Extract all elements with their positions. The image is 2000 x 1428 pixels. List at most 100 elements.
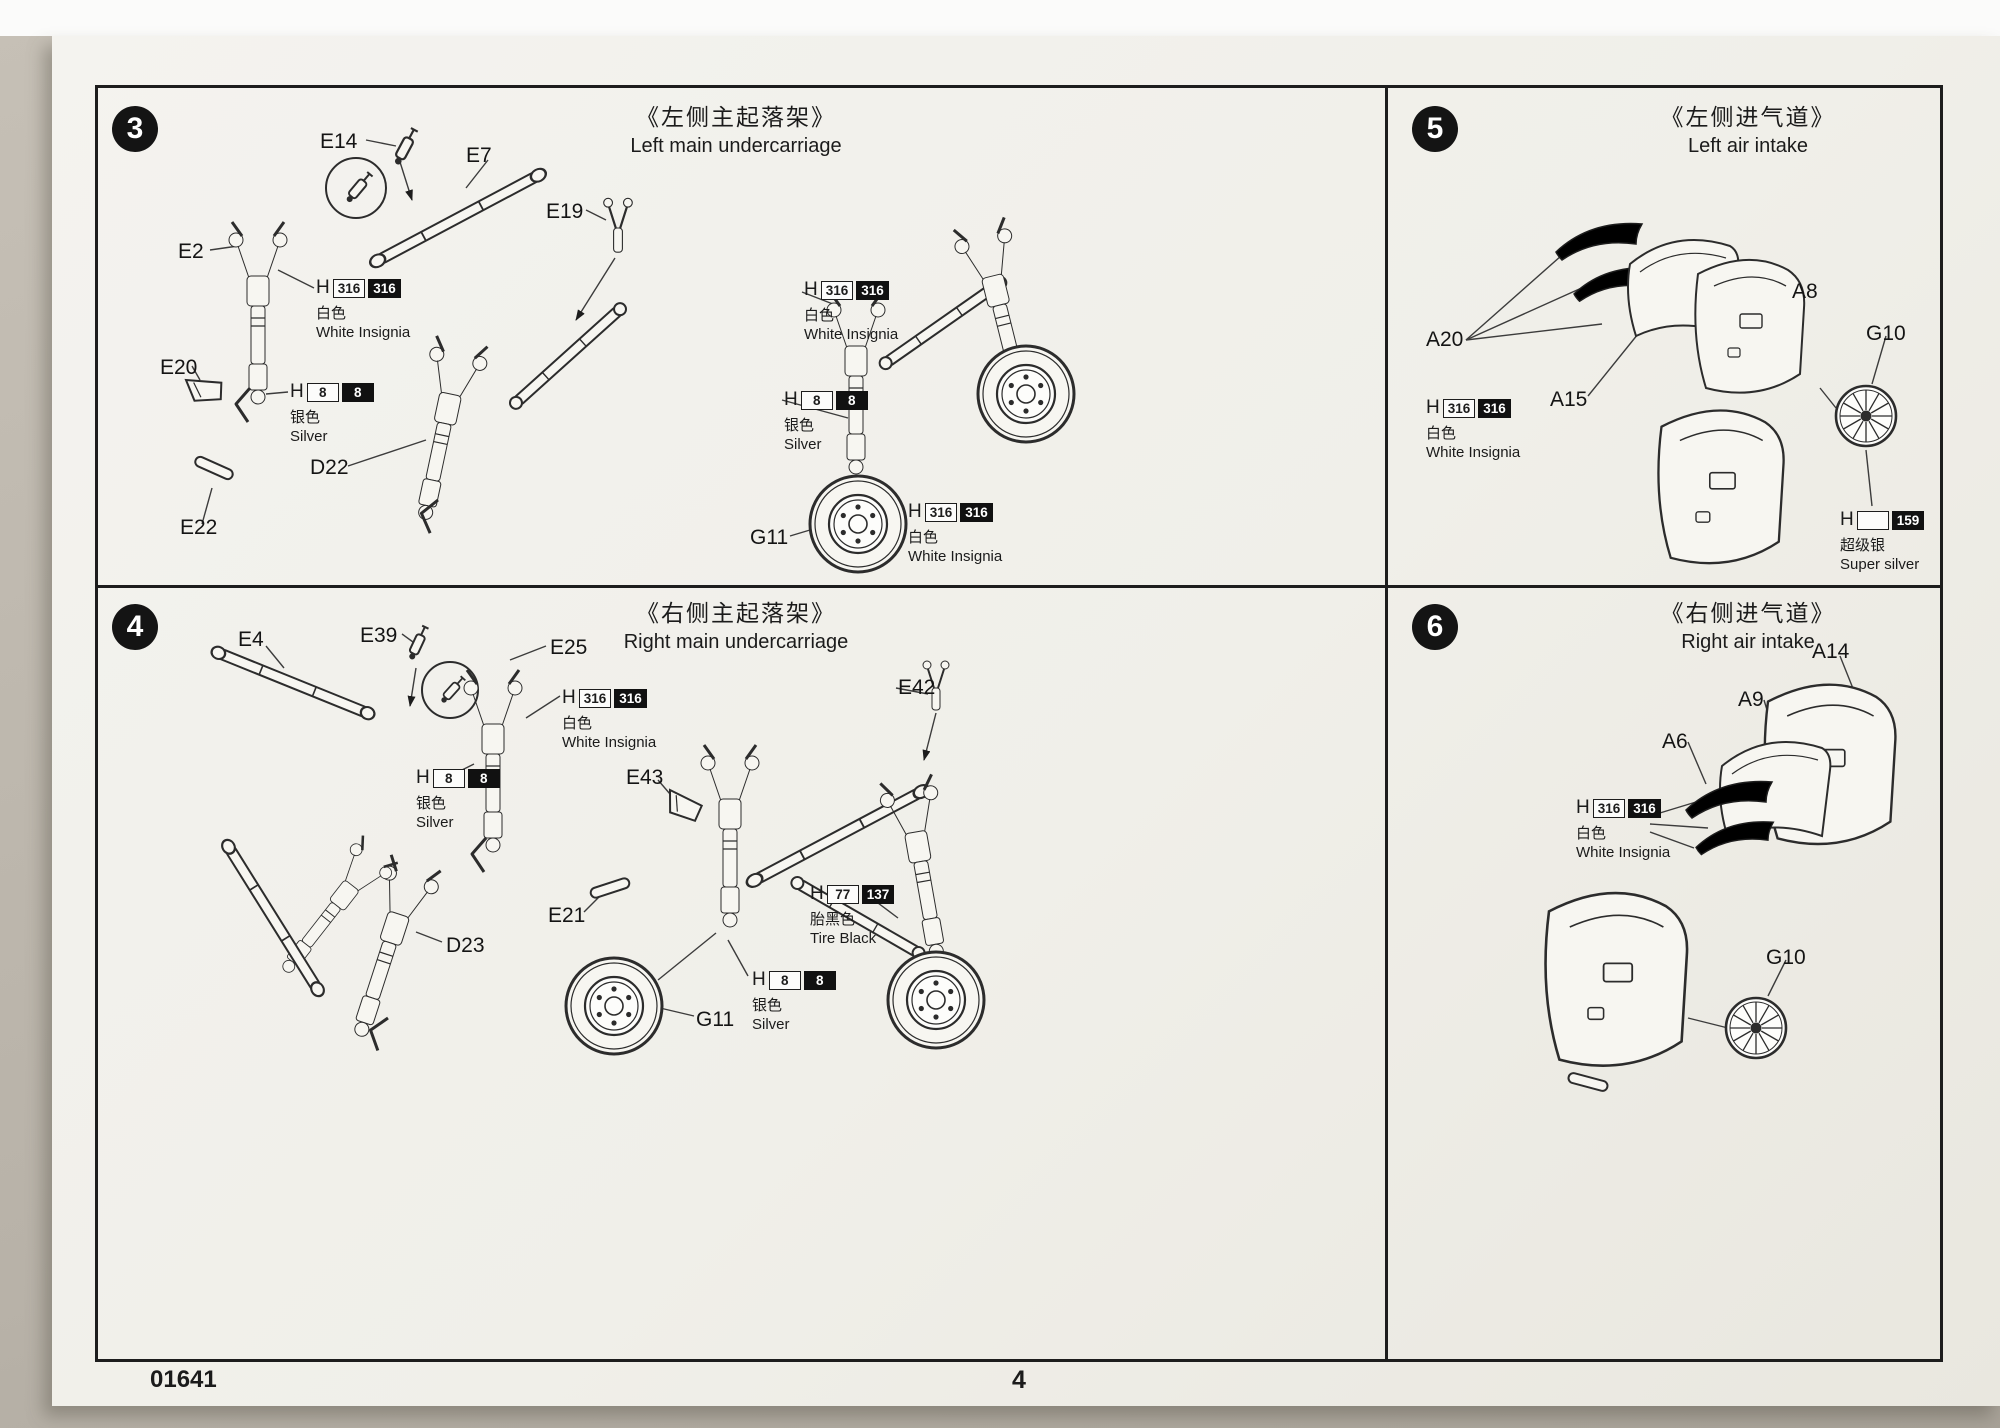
leader-lines [1465,247,1887,507]
illustration-right-air-intake [1544,655,1897,1094]
paint-chip-dark: 316 [1628,798,1661,818]
intake-lip-a20 [1555,222,1643,261]
part-label-e14: E14 [320,130,358,153]
part-e22 [192,454,236,482]
page-number: 4 [1012,1366,1026,1394]
paint-code: H [804,279,818,300]
paint-color-en: Silver [416,814,454,832]
paint-color-cn: 白色 [804,306,835,324]
part-label-e21: E21 [548,904,586,927]
paint-chip-light: 77 [826,884,859,904]
gear-leg-center [699,743,761,929]
paint-chip-dark: 8 [835,390,868,410]
panel-step-5: 5 《左侧进气道》 Left air intake A8 A20 A15 G10… [1388,88,1940,588]
paint-code: H [1426,397,1440,418]
panel-title: 《左侧主起落架》 Left main undercarriage [524,98,948,158]
paint-color-cn: 白色 [908,528,939,546]
step-number: 4 [126,610,144,643]
panel-title-cn: 《右侧主起落架》 [636,600,836,626]
paint-chip-light: 8 [800,390,833,410]
paint-chip-dark: 316 [960,502,993,522]
part-label-d22: D22 [310,456,349,479]
paint-color-en: Silver [290,428,328,446]
part-label-e43: E43 [626,766,664,789]
panel-title-cn: 《左侧进气道》 [1660,104,1836,130]
panel-step-3: 3 《左侧主起落架》 Left main undercarriage E14 E… [98,88,1388,588]
part-label-e42: E42 [898,676,936,699]
paint-chip-dark: 316 [856,280,889,300]
illustration-right-main-undercarriage [208,624,986,1056]
part-label-g11: G11 [696,1008,735,1031]
paint-chip-dark: 316 [614,688,647,708]
part-label-e25: E25 [550,636,588,659]
part-label-a6: A6 [1662,730,1688,753]
panel-title-cn: 《右侧进气道》 [1660,600,1836,626]
magnifier-detail-circle [325,157,387,219]
wheel-g11 [564,956,664,1056]
paint-color-cn: 白色 [316,304,347,322]
paint-code: H [1840,509,1854,530]
illustration-left-main-undercarriage [185,126,1076,574]
part-label-e4: E4 [238,628,264,651]
paint-callout-white-insignia: H 316 316 白色 White Insignia [316,276,410,343]
leader-lines [265,633,937,1017]
paint-chip-light: 316 [820,280,854,300]
paint-color-en: Silver [784,436,822,454]
step-number: 5 [1426,112,1444,145]
paint-chip-dark: 8 [341,382,374,402]
paint-chip-light: 316 [1442,398,1476,418]
panel-title-cn: 《左侧主起落架》 [636,104,836,130]
part-label-a20: A20 [1426,328,1464,351]
part-e21 [588,876,632,900]
illustration-left-air-intake [1465,222,1898,565]
paint-chip-light: 316 [332,278,366,298]
paint-callout-white-insignia: H 316 316 白色 White Insignia [1426,396,1520,463]
paint-color-en: Silver [752,1016,790,1034]
paint-callout-silver: H 8 8 银色 Silver [416,766,500,833]
intake-cowl-a8 [1694,258,1806,394]
gear-leg-e2 [227,220,289,406]
paint-color-en: Super silver [1840,556,1920,574]
paint-callout-silver: H 8 8 银色 Silver [290,380,374,447]
paint-callout-white-insignia: H 316 316 白色 White Insignia [562,686,656,753]
step-number-badge: 6 [1412,604,1458,650]
paint-callout-silver: H 8 8 银色 Silver [752,968,836,1035]
paint-color-en: White Insignia [562,734,657,752]
part-label-a8: A8 [1792,280,1818,303]
paint-chip-light: 8 [768,970,801,990]
paint-callout-white-insignia: H 316 316 白色 White Insignia [1576,796,1670,863]
paint-code: H [562,687,576,708]
wheel-attached [886,950,986,1050]
paint-color-cn: 银色 [752,996,783,1014]
part-label-e20: E20 [160,356,198,379]
paint-callout-tire-black: H 77 137 胎黑色 Tire Black [810,882,895,949]
paint-callout-silver: H 8 8 银色 Silver [784,388,868,455]
paint-code: H [810,883,824,904]
part-label-e7: E7 [466,144,492,167]
part-e19 [602,197,634,254]
paint-color-en: White Insignia [804,326,899,344]
part-label-g11: G11 [750,526,789,549]
paint-chip-light: 8 [306,382,339,402]
paint-color-cn: 银色 [416,794,447,812]
part-label-a14: A14 [1812,640,1850,663]
paint-color-en: White Insignia [316,324,411,342]
part-label-e19: E19 [546,200,584,223]
paint-chip-dark: 316 [368,278,401,298]
part-e14 [390,126,420,168]
paint-chip-light: 316 [1592,798,1626,818]
parts-step-4 [208,624,986,1056]
kit-number: 01641 [150,1366,217,1393]
wheel-attached [976,344,1076,444]
intake-cowl-lower [1544,891,1689,1067]
paint-color-en: White Insignia [1426,444,1521,462]
paint-code: H [752,969,766,990]
part-label-e2: E2 [178,240,204,263]
step-number-badge: 5 [1412,106,1458,152]
step-number-badge: 3 [112,106,158,152]
part-e39 [405,624,431,662]
paint-chip-dark: 159 [1891,510,1925,530]
part-e4 [208,643,378,723]
part-label-g10: G10 [1766,946,1806,969]
step-number: 3 [126,112,144,145]
